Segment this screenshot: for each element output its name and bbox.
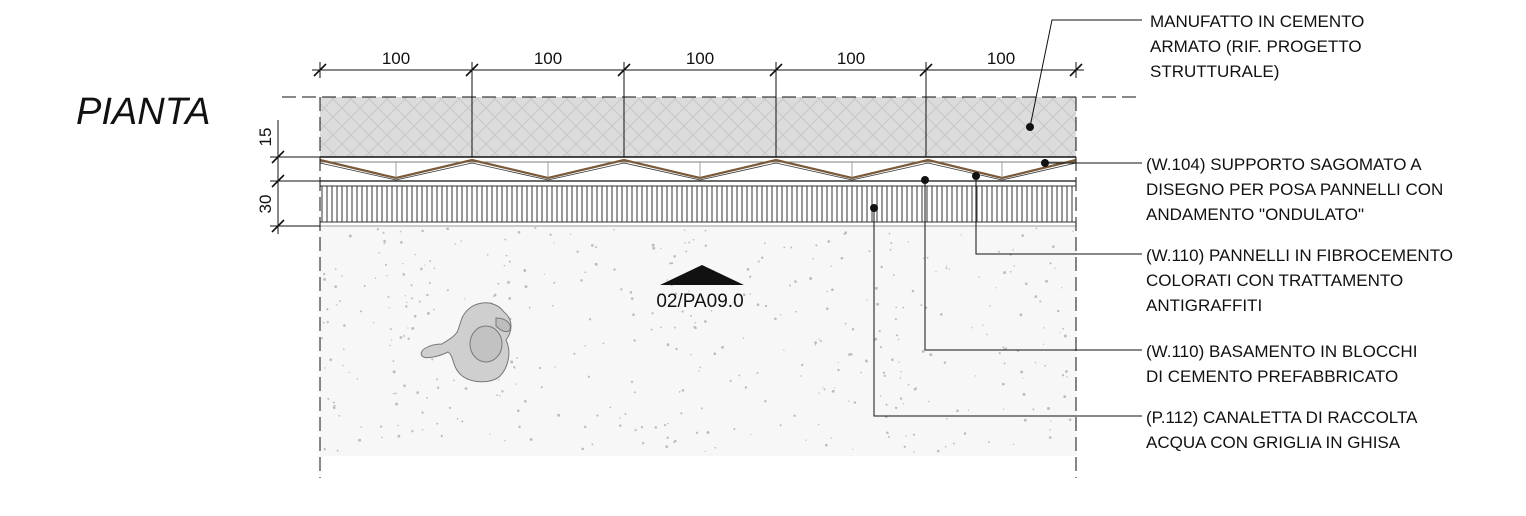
undulated-panels [319, 158, 1077, 181]
section-arrow-icon [660, 265, 744, 285]
ground-pavement [320, 226, 1076, 456]
dim-label: 100 [987, 49, 1015, 68]
horizontal-dimension-chain: 100 100 100 100 100 [312, 49, 1084, 157]
leader-lines [873, 19, 1142, 417]
callout-2: (W.104) SUPPORTO SAGOMATO A DISEGNO PER … [1146, 155, 1443, 224]
drainage-grate [320, 186, 1076, 222]
callout-1: MANUFATTO IN CEMENTO ARMATO (RIF. PROGET… [1150, 12, 1364, 81]
drawing-title: PIANTA [76, 91, 210, 133]
person-figure-icon [420, 302, 512, 383]
callout-5: (P.112) CANALETTA DI RACCOLTA ACQUA CON … [1146, 408, 1418, 452]
callout-line: DI CEMENTO PREFABBRICATO [1146, 367, 1398, 386]
dim-label: 100 [382, 49, 410, 68]
dim-label: 100 [837, 49, 865, 68]
callout-4: (W.110) BASAMENTO IN BLOCCHI DI CEMENTO … [1146, 342, 1417, 386]
callout-line: STRUTTURALE) [1150, 62, 1279, 81]
callout-line: (W.110) BASAMENTO IN BLOCCHI [1146, 342, 1417, 361]
callout-line: ACQUA CON GRIGLIA IN GHISA [1146, 433, 1401, 452]
callout-line: ANDAMENTO "ONDULATO" [1146, 205, 1364, 224]
callout-line: (P.112) CANALETTA DI RACCOLTA [1146, 408, 1418, 427]
callout-line: MANUFATTO IN CEMENTO [1150, 12, 1364, 31]
dim-label: 100 [534, 49, 562, 68]
vertical-dimension-chain: 15 30 [256, 120, 320, 234]
leader-dots [870, 123, 1049, 212]
callout-line: ARMATO (RIF. PROGETTO [1150, 37, 1362, 56]
section-reference: 02/PA09.0 [656, 291, 743, 312]
callout-line: DISEGNO PER POSA PANNELLI CON [1146, 180, 1443, 199]
callout-line: COLORATI CON TRATTAMENTO [1146, 271, 1403, 290]
section-marker: 02/PA09.0 [656, 265, 744, 312]
callout-line: (W.110) PANNELLI IN FIBROCEMENTO [1146, 246, 1453, 265]
dim-label: 30 [256, 195, 275, 214]
dim-label: 100 [686, 49, 714, 68]
callout-line: ANTIGRAFFITI [1146, 296, 1262, 315]
dim-label: 15 [256, 128, 275, 147]
concrete-element [320, 97, 1076, 157]
callout-line: (W.104) SUPPORTO SAGOMATO A [1146, 155, 1422, 174]
callout-3: (W.110) PANNELLI IN FIBROCEMENTO COLORAT… [1146, 246, 1453, 315]
